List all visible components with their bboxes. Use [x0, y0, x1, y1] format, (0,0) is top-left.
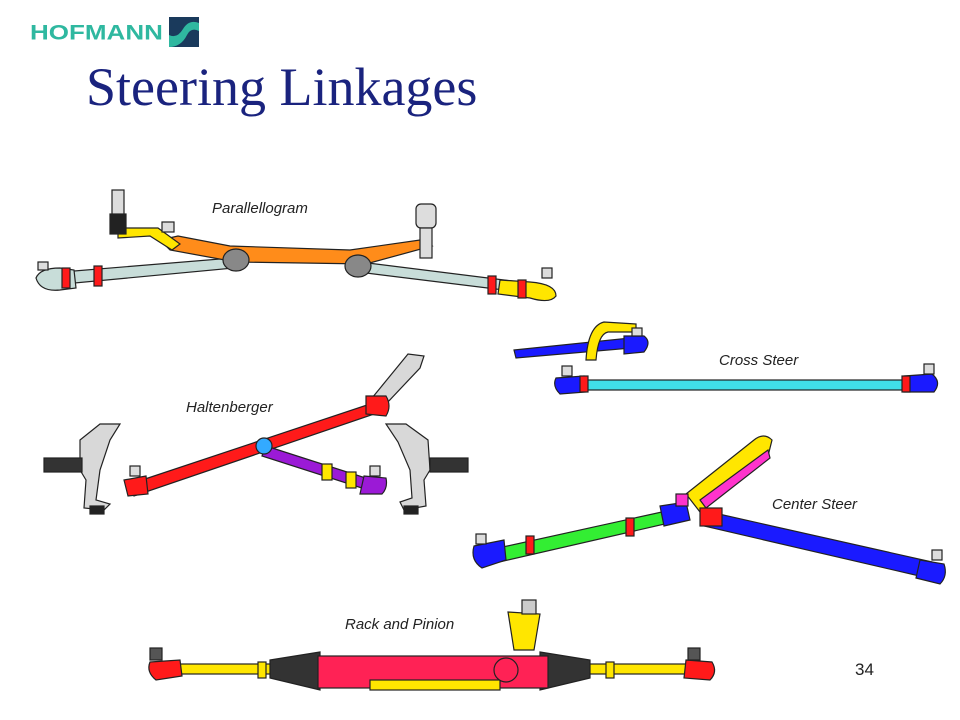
center-steer-diagram — [472, 435, 946, 585]
page-number: 34 — [855, 660, 874, 679]
center-left-end — [472, 539, 507, 569]
left-boot — [269, 651, 321, 691]
left-tie-rod — [61, 257, 235, 285]
brand-logo: HOFMANN — [30, 14, 199, 50]
cross-steer-diagram — [513, 321, 939, 395]
right-clamp-1 — [487, 275, 497, 295]
rack-and-pinion-diagram — [148, 599, 716, 691]
haltenberger-diagram — [43, 353, 469, 515]
caption-cross-steer: Cross Steer — [719, 352, 799, 369]
left-clamp-1 — [61, 267, 71, 289]
center-bellcrank — [685, 435, 773, 513]
center-pivot — [255, 437, 273, 455]
center-right-end — [915, 559, 946, 585]
rack-left-end — [148, 659, 183, 681]
right-knuckle — [384, 423, 431, 511]
drag-link-end — [623, 335, 649, 355]
brand-logo-text: HOFMANN — [30, 19, 163, 44]
pinion-housing — [507, 611, 541, 651]
caption-center-steer: Center Steer — [772, 496, 858, 513]
drag-link — [513, 337, 633, 359]
rack-right-end — [683, 659, 716, 681]
caption-rack-and-pinion: Rack and Pinion — [345, 616, 455, 633]
parallelogram-diagram — [35, 189, 557, 302]
caption-parallelogram: Parallellogram — [212, 200, 308, 217]
brand-mark-icon — [168, 17, 199, 47]
left-clamp-2 — [93, 265, 103, 287]
right-tie-rod-end — [497, 279, 557, 302]
halten-end-left — [123, 475, 149, 497]
center-right-tie-rod — [703, 511, 933, 579]
pinion-gear — [493, 657, 519, 683]
halten-end-top — [365, 395, 390, 417]
left-knuckle — [79, 423, 122, 511]
pivot-right — [344, 254, 372, 278]
pitman-arm — [117, 227, 182, 251]
halten-end-right — [359, 475, 388, 495]
right-clamp-2 — [517, 279, 527, 299]
center-left-tie-rod — [479, 507, 683, 567]
page-title: Steering Linkages — [86, 57, 478, 117]
cross-tie-rod — [579, 379, 909, 391]
caption-haltenberger: Haltenberger — [186, 399, 273, 416]
pivot-left — [222, 248, 250, 272]
center-link — [158, 235, 434, 265]
